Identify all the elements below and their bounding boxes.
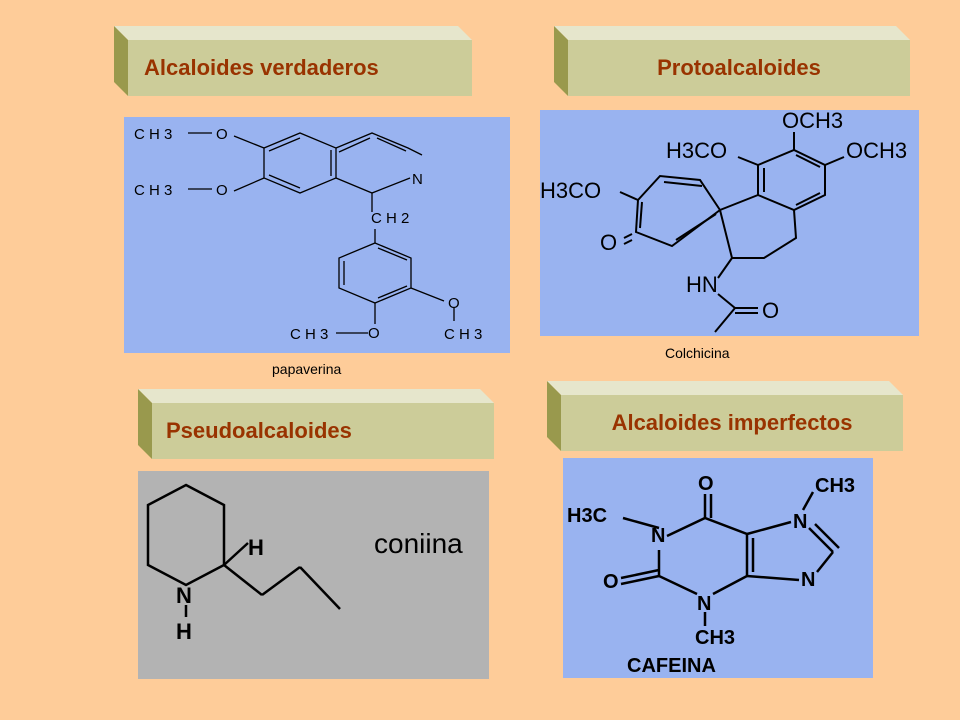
nitrogen-label: N	[697, 593, 711, 615]
methyl-label: H3C	[567, 505, 607, 527]
colchicine-structure-panel: H3CO H3CO OCH3 OCH3 O HN O	[540, 108, 919, 336]
header-label: Alcaloides verdaderos	[128, 40, 472, 96]
oxygen-label: O	[368, 325, 380, 342]
colchicine-structure: H3CO H3CO OCH3 OCH3 O HN O	[540, 108, 907, 333]
header-label: Protoalcaloides	[568, 40, 910, 96]
papaverine-structure: C H 3 O C H 3 O N C H 2 O O C H 3 C H 3	[134, 126, 482, 343]
oxygen-label: O	[216, 126, 228, 143]
oxygen-label: O	[600, 230, 617, 255]
methyl-label: C H 3	[134, 182, 172, 199]
header-bevel	[554, 26, 910, 96]
methyl-label: CH3	[815, 475, 855, 497]
methyl-label: CH3	[695, 627, 735, 649]
header-alcaloides-imperfectos: Alcaloides imperfectos	[547, 381, 905, 451]
header-bevel	[547, 381, 903, 451]
oxygen-label: O	[216, 182, 228, 199]
oxygen-label: O	[448, 295, 460, 312]
nitrogen-label: N	[412, 171, 423, 188]
methoxy-label: OCH3	[846, 138, 907, 163]
coniina-label: coniina	[374, 528, 463, 559]
hydrogen-label: H	[248, 535, 264, 560]
colchicina-caption: Colchicina	[665, 345, 730, 361]
methoxy-label: H3CO	[666, 138, 727, 163]
papaverine-structure-panel: C H 3 O C H 3 O N C H 2 O O C H 3 C H 3	[124, 117, 510, 353]
nitrogen-label: N	[651, 525, 665, 547]
header-bevel	[114, 26, 472, 96]
hydrogen-label: H	[176, 619, 192, 644]
header-label: Alcaloides imperfectos	[561, 395, 903, 451]
oxygen-label: O	[603, 571, 619, 593]
header-bevel	[138, 389, 494, 459]
coniine-structure: H N H coniina	[146, 483, 463, 644]
nitrogen-label: N	[176, 583, 192, 608]
methylene-label: C H 2	[371, 210, 409, 227]
cafeina-label: CAFEINA	[627, 655, 716, 677]
methyl-label: C H 3	[290, 326, 328, 343]
caffeine-structure: O N O N N N H3C CH3 CH3 CAFEINA	[567, 473, 855, 677]
oxygen-label: O	[762, 298, 779, 323]
nitrogen-label: N	[801, 569, 815, 591]
methoxy-label: H3CO	[540, 178, 601, 203]
methoxy-label: OCH3	[782, 110, 843, 133]
header-pseudoalcaloides: Pseudoalcaloides	[138, 389, 496, 459]
header-label: Pseudoalcaloides	[152, 403, 494, 459]
nitrogen-label: N	[793, 511, 807, 533]
methyl-label: C H 3	[444, 326, 482, 343]
header-protoalcaloides: Protoalcaloides	[554, 26, 912, 96]
header-alcaloides-verdaderos: Alcaloides verdaderos	[114, 26, 474, 96]
coniine-structure-panel: H N H coniina	[138, 471, 489, 679]
caffeine-structure-panel: O N O N N N H3C CH3 CH3 CAFEINA	[563, 458, 873, 678]
amine-label: HN	[686, 272, 718, 297]
methyl-label: C H 3	[134, 126, 172, 143]
oxygen-label: O	[698, 473, 714, 495]
papaverina-caption: papaverina	[272, 361, 342, 377]
